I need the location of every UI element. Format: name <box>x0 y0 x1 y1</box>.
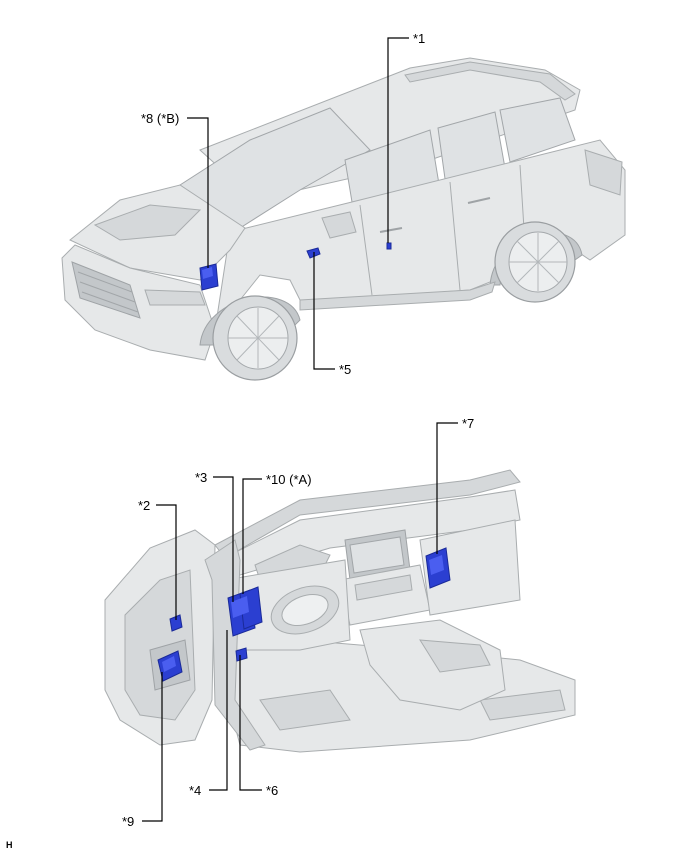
corner-label: H <box>6 840 13 850</box>
part-3-10-ecu-stack <box>227 586 263 637</box>
callout-3: *3 <box>195 470 207 485</box>
part-8-front-ecu <box>199 263 219 291</box>
part-6-junction-connector <box>235 647 248 662</box>
vehicle-exterior-illustration <box>61 57 626 381</box>
part-7-passenger-ecu <box>425 547 451 589</box>
leader-lines <box>142 37 458 822</box>
callout-9: *9 <box>122 814 134 829</box>
part-2-door-switch <box>169 614 183 632</box>
callout-6: *6 <box>266 783 278 798</box>
callout-7: *7 <box>462 416 474 431</box>
part-1-door-sensor <box>386 242 392 250</box>
callout-2: *2 <box>138 498 150 513</box>
callout-5: *5 <box>339 362 351 377</box>
part-9-power-window-switch <box>157 650 183 682</box>
callout-1: *1 <box>413 31 425 46</box>
callout-10: *10 (*A) <box>266 472 312 487</box>
callout-8: *8 (*B) <box>141 111 179 126</box>
interior-dashboard-illustration <box>104 469 576 753</box>
callout-4: *4 <box>189 783 201 798</box>
